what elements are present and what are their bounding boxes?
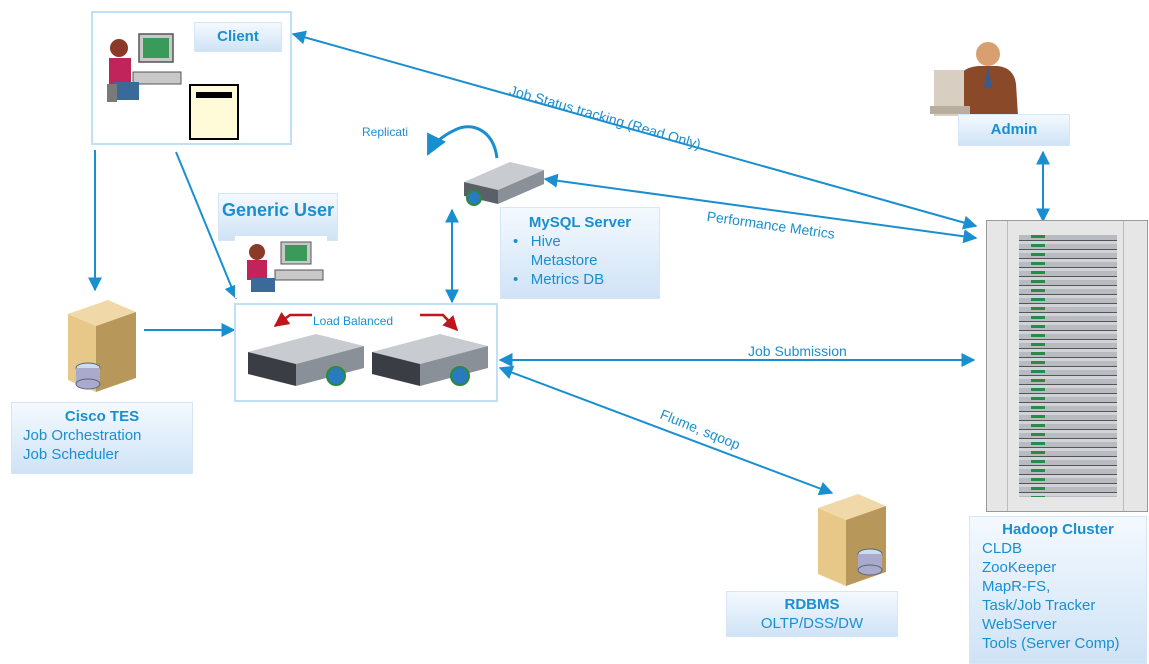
client-label: Client xyxy=(194,22,282,52)
lb-arrow-left xyxy=(273,311,312,328)
client-title: Client xyxy=(217,28,259,45)
rdbms-title: RDBMS xyxy=(784,596,840,613)
rdbms-database-server-icon xyxy=(818,494,886,586)
rdbms-label: RDBMS OLTP/DSS/DW xyxy=(726,591,898,637)
lb-server-right-icon xyxy=(372,334,488,386)
rack-server-icon xyxy=(986,220,1148,512)
lb-arrow-right xyxy=(420,313,459,332)
edge-client-lb xyxy=(175,151,238,300)
hadoop-label: Hadoop Cluster CLDB ZooKeeper MapR-FS, T… xyxy=(969,516,1147,664)
hadoop-line-3: MapR-FS, xyxy=(982,578,1051,595)
admin-label: Admin xyxy=(958,114,1070,146)
job-submission-label: Job Submission xyxy=(748,343,847,359)
cisco-tes-line-1: Job Orchestration xyxy=(23,427,142,444)
lb-server-left-icon xyxy=(248,334,364,386)
rdbms-line-1: OLTP/DSS/DW xyxy=(760,615,864,632)
edge-replication xyxy=(426,125,499,159)
mysql-item-2: • Metrics DB xyxy=(513,271,605,288)
admin-user-icon xyxy=(930,42,1018,116)
mysql-item-1: • Hive Metastore xyxy=(513,233,598,269)
mysql-label: MySQL Server • Hive Metastore • Metrics … xyxy=(500,207,660,299)
edge-flume-sqoop xyxy=(498,365,834,496)
cisco-tes-line-2: Job Scheduler xyxy=(23,446,119,463)
load-balanced-label: Load Balanced xyxy=(313,314,394,328)
hadoop-line-5: WebServer xyxy=(982,616,1057,633)
user-at-computer-icon xyxy=(107,33,182,102)
hadoop-line-2: ZooKeeper xyxy=(982,559,1057,576)
generic-user-label: Generic User xyxy=(218,193,338,241)
hadoop-line-1: CLDB xyxy=(982,540,1023,557)
cisco-tes-title: Cisco TES xyxy=(64,408,140,425)
tes-database-server-icon xyxy=(68,300,136,392)
tower-pc-icon xyxy=(189,84,239,140)
replication-label: Replicati xyxy=(362,125,409,139)
hadoop-title: Hadoop Cluster xyxy=(1002,521,1114,538)
generic-user-icon xyxy=(235,236,327,298)
load-balanced-panel xyxy=(234,303,498,402)
client-panel xyxy=(91,11,292,145)
cisco-tes-label: Cisco TES Job Orchestration Job Schedule… xyxy=(11,402,193,474)
admin-title: Admin xyxy=(990,121,1038,138)
hadoop-line-4: Task/Job Tracker xyxy=(982,597,1096,614)
edge-performance xyxy=(543,173,978,244)
hadoop-line-6: Tools (Server Comp) xyxy=(982,635,1120,652)
generic-user-title: Generic User xyxy=(221,200,335,220)
mysql-server-icon xyxy=(464,162,544,206)
mysql-title: MySQL Server xyxy=(528,214,632,231)
